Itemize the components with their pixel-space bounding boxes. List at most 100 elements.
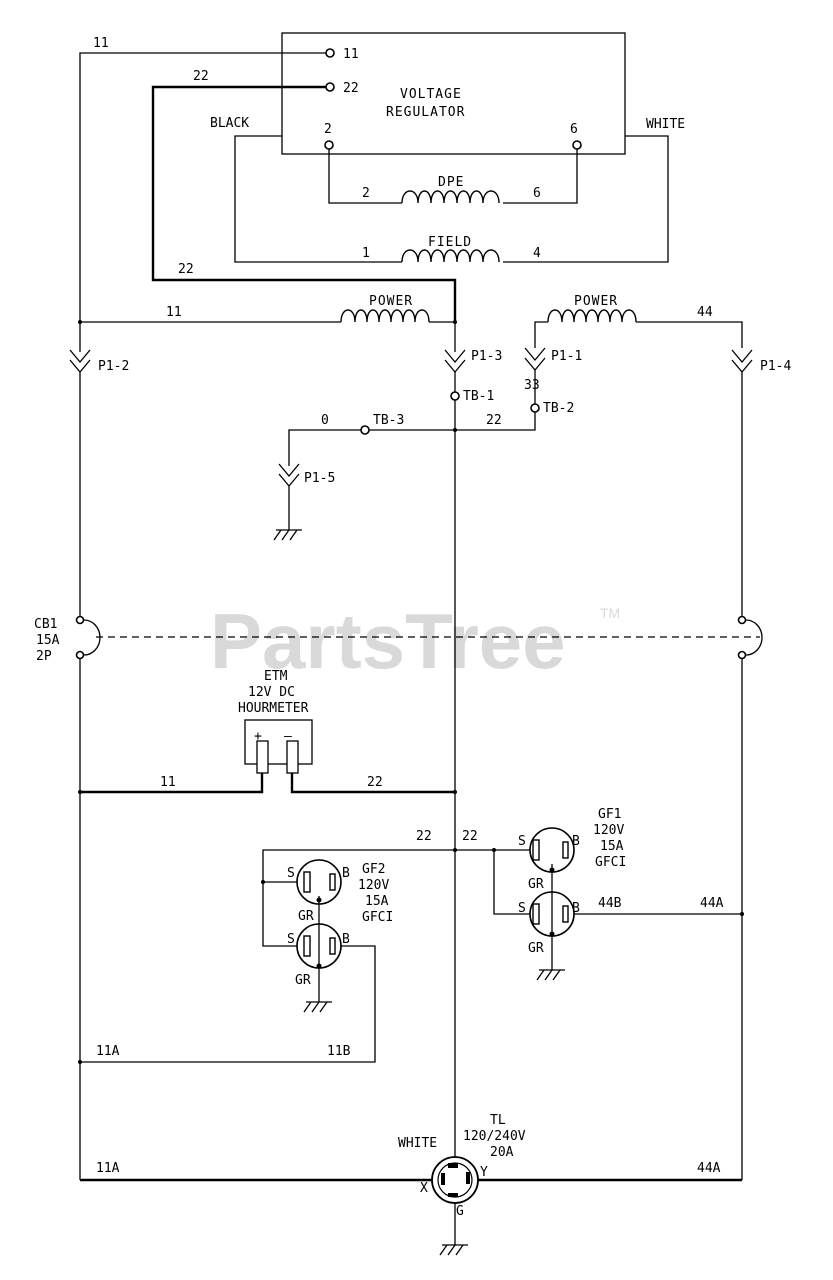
hourmeter-label-2: 12V DC xyxy=(248,685,295,700)
wire-11b-label: 11B xyxy=(327,1044,351,1059)
gf2-s2-label: S xyxy=(287,932,295,947)
twistlock-x-label: X xyxy=(420,1181,428,1196)
twistlock-receptacle: 11A 44A X Y G WHITE TL 120/240V 20A xyxy=(80,1113,742,1256)
power-coil-right xyxy=(547,309,637,323)
ground-symbol-gf1 xyxy=(536,969,565,981)
gf1-b2-label: B xyxy=(572,901,580,916)
hourmeter-minus: — xyxy=(284,729,292,744)
gf1-wire-44a: 44A xyxy=(700,896,724,911)
gf1-s2-label: S xyxy=(518,901,526,916)
connector-p1-1-label: P1-1 xyxy=(551,349,582,364)
terminal-block: TB-1 33 TB-2 22 TB-3 0 P1-5 xyxy=(273,370,574,541)
breaker-poles-label: 2P xyxy=(36,649,52,664)
watermark: PartsTree TM xyxy=(210,597,620,685)
gf1-amp: 15A xyxy=(600,839,624,854)
field-right-label: 4 xyxy=(533,246,541,261)
wire-33-label: 33 xyxy=(524,378,540,393)
dpe-coil xyxy=(401,190,500,204)
connector-p1-5-label: P1-5 xyxy=(304,471,335,486)
watermark-text: PartsTree xyxy=(210,597,566,685)
gf1-name: GF1 xyxy=(598,807,621,822)
tb-3-label: TB-3 xyxy=(373,413,404,428)
breaker-name-label: CB1 xyxy=(34,617,57,632)
gf2-volt: 120V xyxy=(358,878,389,893)
tb-2-label: TB-2 xyxy=(543,401,574,416)
voltage-regulator: VOLTAGE REGULATOR 11 22 2 6 xyxy=(281,32,626,155)
ground-symbol-gf2 xyxy=(303,1001,332,1013)
gf2-gr2-label: GR xyxy=(295,973,311,988)
twistlock-white-label: WHITE xyxy=(398,1136,437,1151)
twistlock-g-label: G xyxy=(456,1204,464,1219)
gf2-b-label: B xyxy=(342,866,350,881)
regulator-terminal-6 xyxy=(572,140,582,150)
wire-black-label: BLACK xyxy=(210,116,249,131)
wire-22-tb-label: 22 xyxy=(486,413,502,428)
gf2-name: GF2 xyxy=(362,862,385,877)
breaker-rating-label: 15A xyxy=(36,633,60,648)
gf1-type: GFCI xyxy=(595,855,626,870)
dpe-right-label: 6 xyxy=(533,186,541,201)
power-left-label: POWER xyxy=(369,294,413,309)
ground-symbol-p1-5 xyxy=(273,529,302,541)
gf1-s-label: S xyxy=(518,834,526,849)
circuit-breaker: CB1 15A 2P xyxy=(34,615,763,664)
gf2-type: GFCI xyxy=(362,910,393,925)
regulator-terminal-6-label: 6 xyxy=(570,122,578,137)
p1-connectors: P1-2 P1-3 P1-1 P1-4 xyxy=(69,322,791,374)
wire-22-mid-label: 22 xyxy=(178,262,194,277)
gf1-receptacle: 22 22 S B GR S B GR 44B 44A GF1 120V 15A xyxy=(416,807,744,981)
gf2-gr-label: GR xyxy=(298,909,314,924)
regulator-label-2: REGULATOR xyxy=(386,105,465,120)
gf2-receptacle: S B GR S B GR 11A 11B GF2 120V 15A GFCI xyxy=(78,849,455,1064)
gf1-wire-44b: 44B xyxy=(598,896,622,911)
tb-1-label: TB-1 xyxy=(463,389,494,404)
power-windings: POWER 11 POWER 44 xyxy=(78,294,743,348)
field-label: FIELD xyxy=(428,235,472,250)
regulator-terminal-11 xyxy=(325,48,335,58)
wire-44-label: 44 xyxy=(697,305,713,320)
regulator-terminal-2 xyxy=(324,140,334,150)
wire-11-power-label: 11 xyxy=(166,305,182,320)
gf1-volt: 120V xyxy=(593,823,624,838)
watermark-tm: TM xyxy=(600,605,620,621)
dpe-label: DPE xyxy=(438,175,464,190)
regulator-terminal-11-label: 11 xyxy=(343,47,359,62)
regulator-terminal-2-label: 2 xyxy=(324,122,332,137)
wire-11a-label: 11A xyxy=(96,1044,120,1059)
main-buses xyxy=(79,372,743,1180)
wire-11a-bottom-label: 11A xyxy=(96,1161,120,1176)
gf1-gr2-label: GR xyxy=(528,941,544,956)
connector-p1-4-label: P1-4 xyxy=(760,359,791,374)
connector-p1-2-label: P1-2 xyxy=(98,359,129,374)
wire-22-top-label: 22 xyxy=(193,69,209,84)
gf2-s-label: S xyxy=(287,866,295,881)
field-coil xyxy=(401,249,500,263)
gf1-b-label: B xyxy=(572,834,580,849)
twistlock-amp: 20A xyxy=(490,1145,514,1160)
gf1-wire-22a: 22 xyxy=(416,829,432,844)
hourmeter-label-1: ETM xyxy=(264,669,288,684)
hourmeter-wire-11: 11 xyxy=(160,775,176,790)
regulator-label-1: VOLTAGE xyxy=(400,87,462,102)
gf2-amp: 15A xyxy=(365,894,389,909)
wire-44a-bottom-label: 44A xyxy=(697,1161,721,1176)
connector-p1-3-label: P1-3 xyxy=(471,349,502,364)
twistlock-volt: 120/240V xyxy=(463,1129,526,1144)
field-left-label: 1 xyxy=(362,246,370,261)
ground-symbol-twistlock xyxy=(439,1244,468,1256)
hourmeter-plus: + xyxy=(254,729,262,744)
wire-11-top-label: 11 xyxy=(93,36,109,51)
twistlock-y-label: Y xyxy=(480,1165,488,1180)
power-right-label: POWER xyxy=(574,294,618,309)
gf2-b2-label: B xyxy=(342,932,350,947)
wire-white-label: WHITE xyxy=(646,117,685,132)
power-coil-left xyxy=(340,309,430,323)
regulator-terminal-22 xyxy=(325,82,335,92)
twistlock-name: TL xyxy=(490,1113,506,1128)
hourmeter: ETM 12V DC HOURMETER + — 11 22 xyxy=(78,669,457,794)
regulator-terminal-22-label: 22 xyxy=(343,81,359,96)
hourmeter-wire-22: 22 xyxy=(367,775,383,790)
hourmeter-label-3: HOURMETER xyxy=(238,701,309,716)
top-wiring: 11 22 22 BLACK WHITE DPE 2 6 FIELD 1 4 xyxy=(79,36,685,322)
